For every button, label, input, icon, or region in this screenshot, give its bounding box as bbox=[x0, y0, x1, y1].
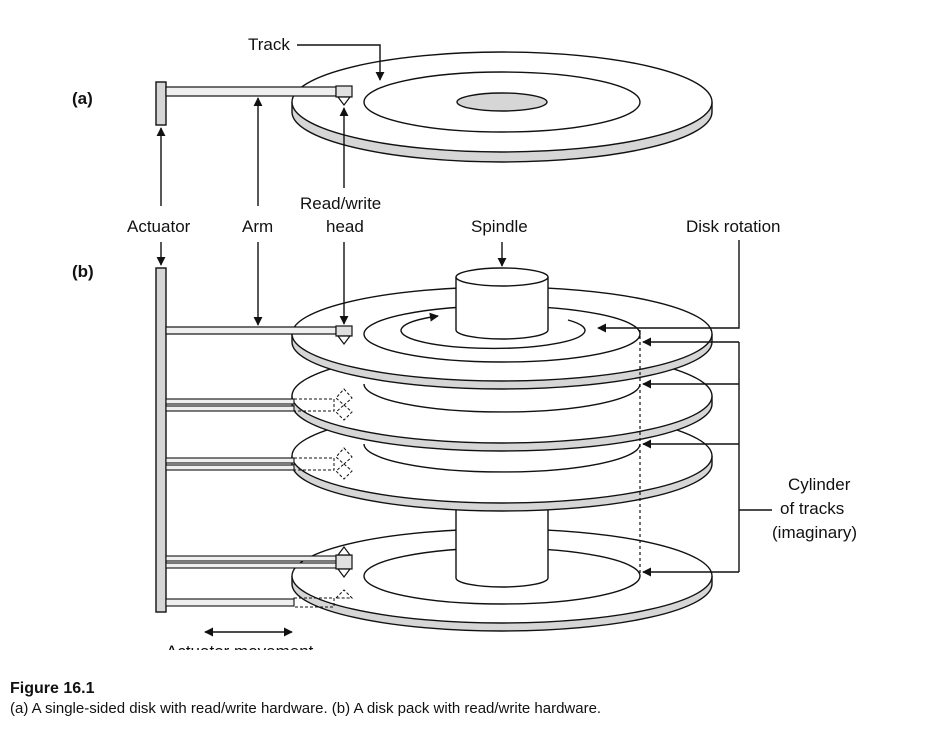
spindle-top bbox=[455, 267, 549, 287]
cylinder-label-3: (imaginary) bbox=[772, 523, 857, 542]
part-b-label: (b) bbox=[72, 262, 94, 281]
leader-lines bbox=[156, 44, 772, 637]
track-ring bbox=[363, 71, 641, 133]
spindle-label: Spindle bbox=[471, 217, 528, 236]
actuator-a bbox=[155, 81, 167, 126]
actuator-movement-label: Actuator movement bbox=[166, 642, 314, 650]
disk-pack bbox=[291, 267, 713, 632]
read-write-head-label-2: head bbox=[326, 217, 364, 236]
caption-text: (a) A single-sided disk with read/write … bbox=[10, 700, 602, 717]
rotation-arrow bbox=[400, 312, 586, 350]
single-disk bbox=[291, 51, 713, 163]
arm-label: Arm bbox=[242, 217, 273, 236]
track-label: Track bbox=[248, 35, 290, 54]
single-arm-assembly bbox=[155, 81, 353, 126]
spindle-hole bbox=[456, 92, 548, 112]
caption-title: Figure 16.1 bbox=[10, 680, 95, 697]
read-write-head-label: Read/write bbox=[300, 194, 381, 213]
cylinder-label-2: of tracks bbox=[780, 499, 844, 518]
disk-rotation-label: Disk rotation bbox=[686, 217, 780, 236]
disk-diagram: (a) (b) Track Actuator Arm Read/write he… bbox=[72, 35, 857, 650]
part-a-label: (a) bbox=[72, 89, 93, 108]
head-a bbox=[335, 85, 353, 98]
pack-arm-assembly bbox=[155, 267, 354, 613]
cylinder-label-1: Cylinder bbox=[788, 475, 851, 494]
actuator-b bbox=[155, 267, 167, 613]
actuator-label: Actuator bbox=[127, 217, 191, 236]
figure-caption: Figure 16.1 (a) A single-sided disk with… bbox=[10, 679, 925, 719]
arm-a bbox=[165, 86, 337, 97]
